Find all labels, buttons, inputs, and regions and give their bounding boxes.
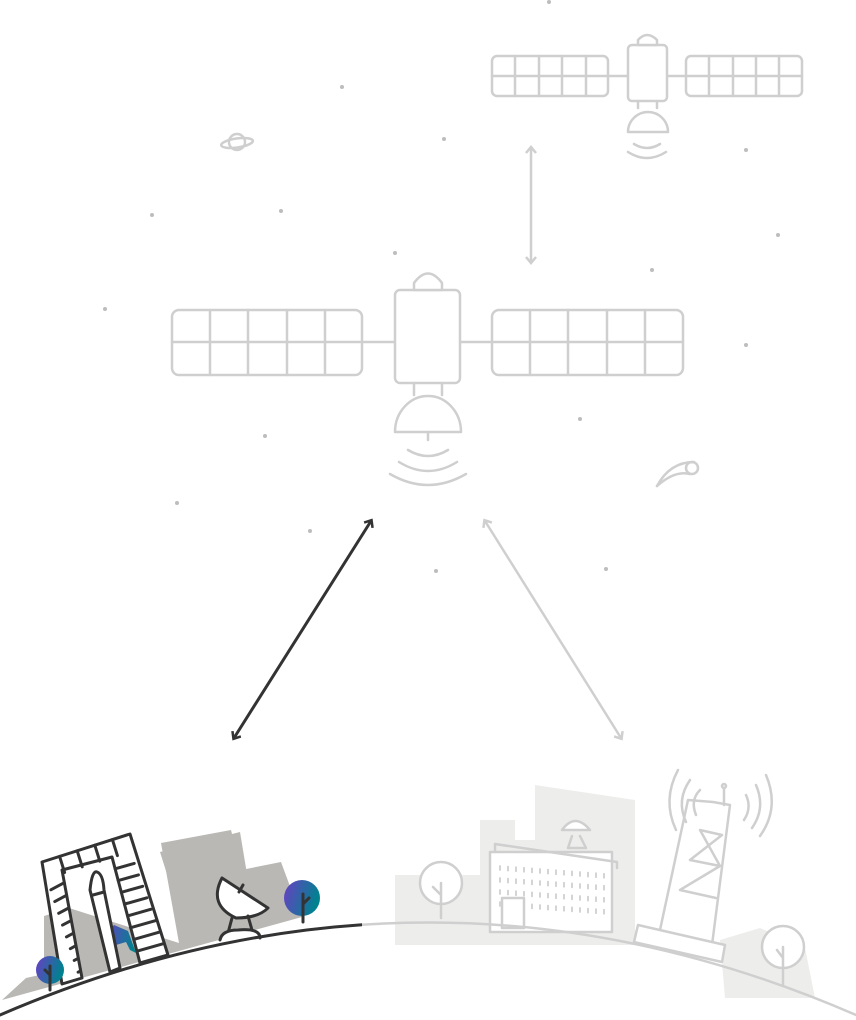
tree-icon xyxy=(760,924,806,987)
star xyxy=(103,307,107,311)
launch-site-link-arrow xyxy=(231,518,374,741)
star xyxy=(744,343,748,347)
tree-icon xyxy=(36,956,64,992)
star xyxy=(279,209,283,213)
small-satellite xyxy=(490,33,804,160)
star xyxy=(776,233,780,237)
star xyxy=(650,268,654,272)
star xyxy=(547,0,551,4)
star xyxy=(604,567,608,571)
radio-tower-icon xyxy=(632,768,773,964)
star xyxy=(150,213,154,217)
star xyxy=(308,529,312,533)
main-satellite xyxy=(170,272,685,487)
comet-icon xyxy=(655,460,700,488)
tree-icon xyxy=(418,860,464,920)
star xyxy=(434,569,438,573)
ground-station-city xyxy=(395,768,815,998)
star xyxy=(175,501,179,505)
star xyxy=(578,417,582,421)
star xyxy=(263,434,267,438)
tree-icon xyxy=(284,880,320,924)
star xyxy=(442,137,446,141)
horizon-dark xyxy=(0,923,362,1017)
launch-site xyxy=(2,830,320,1000)
ground-station-link-arrow xyxy=(482,518,624,741)
star xyxy=(744,148,748,152)
rooftop-dish-icon xyxy=(560,819,592,850)
star xyxy=(340,85,344,89)
star xyxy=(393,251,397,255)
planet-icon xyxy=(219,132,255,152)
launch-tower-icon xyxy=(40,832,170,986)
rocket-icon xyxy=(88,870,136,974)
